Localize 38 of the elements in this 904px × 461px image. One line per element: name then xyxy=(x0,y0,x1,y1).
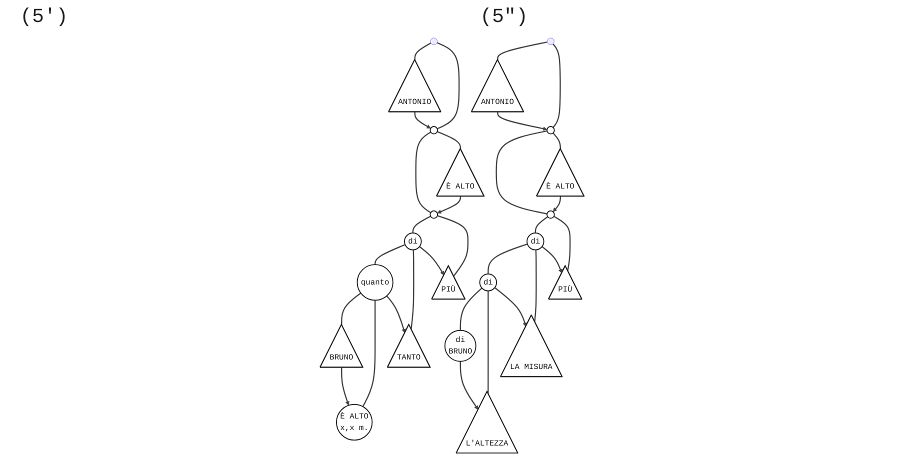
connector xyxy=(410,250,414,330)
connector xyxy=(552,44,561,128)
arrow xyxy=(419,246,444,276)
connector xyxy=(362,300,376,407)
arrow xyxy=(460,361,478,410)
arrow xyxy=(414,112,431,129)
connector xyxy=(374,244,406,265)
arrow xyxy=(340,367,350,406)
connector xyxy=(437,215,469,276)
connector xyxy=(534,216,548,233)
node-point xyxy=(547,38,554,46)
connector xyxy=(436,42,460,130)
node-circle xyxy=(546,210,555,219)
node-circle xyxy=(430,126,438,134)
arrow xyxy=(497,112,548,131)
connector xyxy=(460,288,482,330)
arrow xyxy=(494,287,527,327)
arrow xyxy=(386,296,406,334)
connector xyxy=(497,41,548,60)
connector xyxy=(488,244,528,274)
figure-number: (5') xyxy=(20,6,68,29)
connector xyxy=(552,132,562,149)
node-circle xyxy=(430,210,438,219)
connector xyxy=(534,250,537,322)
connector xyxy=(488,290,489,394)
node-point xyxy=(430,38,438,46)
arrow xyxy=(437,196,462,214)
connector xyxy=(415,132,432,214)
arrow xyxy=(552,196,562,212)
figure-number: (5") xyxy=(480,6,528,29)
connector xyxy=(414,42,432,60)
arrow xyxy=(542,246,562,274)
connector xyxy=(554,216,571,271)
connector xyxy=(496,130,548,214)
node-circle xyxy=(546,126,555,134)
connector xyxy=(437,131,462,149)
connector xyxy=(340,292,362,325)
connector xyxy=(412,216,431,233)
